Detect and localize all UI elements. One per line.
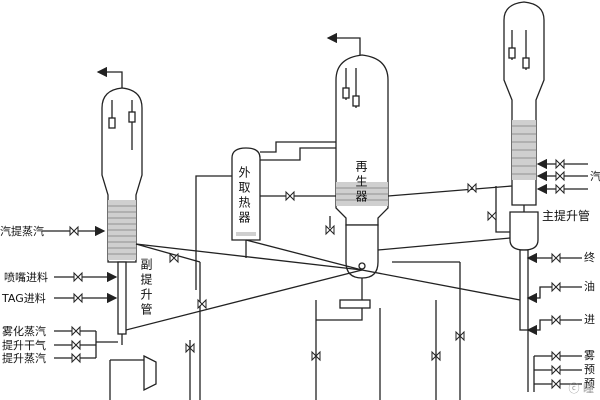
main-riser-label: 主提升管	[542, 209, 591, 223]
regenerator-label: 再生器	[354, 160, 368, 205]
valves	[69, 158, 565, 390]
left-stream-label: 汽提蒸汽	[0, 225, 44, 238]
right-stream-label: 进	[584, 313, 595, 326]
regenerator-vessel	[326, 32, 389, 309]
left-outlet-arrow	[96, 66, 123, 88]
right-reactor	[503, 1, 545, 331]
right-stream-label: 汽	[590, 170, 600, 183]
regen-outlet-arrow	[326, 32, 361, 55]
left-feed-lines	[42, 225, 118, 359]
left-stream-label: 提升蒸汽	[2, 352, 46, 365]
left-stream-label: 雾化蒸汽	[2, 325, 46, 338]
external-heater-label: 外取热器	[237, 166, 251, 226]
left-stream-label: 喷嘴进料	[4, 271, 48, 284]
right-stream-label: 预	[584, 363, 595, 376]
right-stream-label: 预	[584, 377, 595, 390]
piping	[109, 141, 521, 400]
right-stream-label: 油	[584, 280, 595, 293]
right-stream-label: 终	[584, 251, 595, 264]
left-reactor	[96, 66, 143, 345]
watermark: ⓒ 瞳	[568, 382, 595, 395]
left-stream-label: TAG进料	[2, 292, 46, 305]
external-heater-vessel	[231, 147, 261, 258]
secondary-riser-label: 副提升管	[139, 258, 153, 318]
right-stream-label: 雾	[584, 349, 595, 362]
left-stream-label: 提升干气	[2, 339, 46, 352]
